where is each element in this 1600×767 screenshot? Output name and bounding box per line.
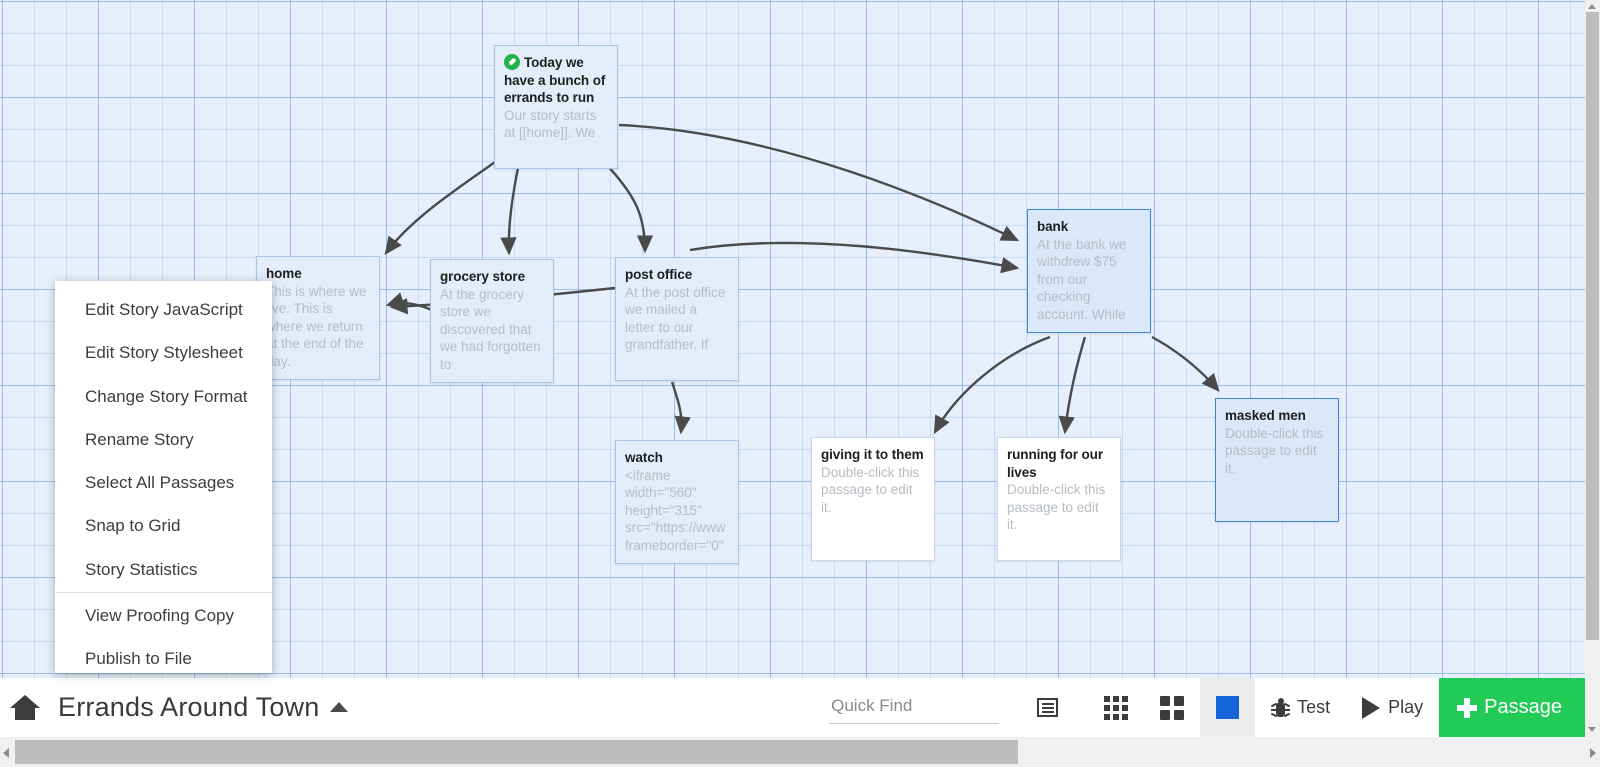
- single-square-icon: [1216, 696, 1240, 719]
- passage-excerpt: Double-click this passage to edit it.: [821, 464, 920, 515]
- menu-item-rename-story[interactable]: Rename Story: [85, 429, 194, 449]
- scroll-up-arrow-icon[interactable]: [1588, 4, 1596, 9]
- bottom-toolbar: Errands Around Town: [0, 678, 1585, 737]
- play-triangle-icon: [1362, 696, 1381, 719]
- horizontal-scrollbar-thumb[interactable]: [15, 740, 1018, 764]
- passage-name: Today we have a bunch of errands to run: [504, 54, 606, 106]
- zoom-small-button[interactable]: [1088, 678, 1144, 737]
- menu-item-edit-story-javascript[interactable]: Edit Story JavaScript: [85, 300, 243, 319]
- menu-item-story-statistics[interactable]: Story Statistics: [85, 559, 198, 579]
- test-button[interactable]: Test: [1255, 678, 1346, 737]
- list-detail-icon: [1037, 698, 1059, 717]
- passage-name: post office: [625, 267, 693, 282]
- passage-name: running for our lives: [1007, 447, 1103, 480]
- passage-name: giving it to them: [821, 447, 924, 462]
- passage-name: masked men: [1225, 408, 1306, 423]
- link-grocery-store-to-home: [385, 292, 433, 312]
- grid-3x3-icon: [1104, 695, 1129, 720]
- passage-name: grocery store: [440, 269, 525, 284]
- passage-name: bank: [1037, 219, 1069, 234]
- passage-card-post-office[interactable]: post office At the post office we mailed …: [615, 257, 739, 381]
- triangle-up-icon[interactable]: [330, 702, 349, 712]
- horizontal-scrollbar[interactable]: [0, 737, 1600, 767]
- passage-card-grocery-store[interactable]: grocery store At the grocery store we dis…: [430, 259, 554, 383]
- link-bank-to-giving-it-to-them: [933, 335, 1051, 435]
- vertical-scrollbar-thumb[interactable]: [1586, 12, 1599, 640]
- quick-find-group: [829, 678, 1088, 737]
- menu-item-change-story-format[interactable]: Change Story Format: [85, 386, 248, 406]
- link-bank-to-masked-men: [1151, 335, 1220, 392]
- link-post-office-to-bank: [689, 241, 1020, 274]
- bug-icon: [1271, 697, 1291, 718]
- grid-2x2-icon: [1160, 695, 1185, 720]
- menu-separator: [55, 592, 272, 594]
- home-icon[interactable]: [10, 694, 40, 721]
- play-button[interactable]: Play: [1346, 678, 1439, 737]
- passage-excerpt: Our story starts at [[home]]. We: [504, 107, 597, 141]
- zoom-large-button[interactable]: [1200, 678, 1256, 737]
- link-post-office-to-watch: [670, 381, 691, 435]
- menu-item-edit-story-stylesheet[interactable]: Edit Story Stylesheet: [85, 343, 243, 363]
- toolbar-spacer: [348, 678, 829, 737]
- link-start-to-home: [384, 159, 499, 255]
- link-bank-to-running-for-our-lives: [1058, 336, 1087, 435]
- menu-item-publish-to-file[interactable]: Publish to File: [85, 649, 192, 669]
- link-start-to-bank: [618, 123, 1020, 242]
- passage-card-bank[interactable]: bank At the bank we withdrew $75 from our…: [1027, 209, 1151, 333]
- menu-item-view-proofing-copy[interactable]: View Proofing Copy: [85, 606, 234, 626]
- scroll-left-arrow-icon[interactable]: [3, 748, 9, 758]
- rocket-start-icon: [504, 54, 520, 70]
- scroll-down-arrow-icon[interactable]: [1588, 727, 1596, 732]
- passage-excerpt: At the bank we withdrew $75 from our che…: [1037, 236, 1127, 322]
- passage-card-watch[interactable]: watch <iframe width="560" height="315" sr…: [615, 440, 739, 564]
- menu-item-select-all-passages[interactable]: Select All Passages: [85, 473, 235, 493]
- toolbar-right-group: Test Play Passage: [829, 678, 1585, 737]
- passage-excerpt: At the post office we mailed a letter to…: [625, 284, 726, 353]
- search-input[interactable]: [829, 691, 1000, 724]
- toolbar-left-group: Errands Around Town: [0, 678, 349, 737]
- add-passage-button[interactable]: Passage: [1439, 678, 1585, 737]
- passage-name: watch: [625, 450, 663, 465]
- add-passage-label: Passage: [1484, 696, 1562, 718]
- passage-name: home: [266, 266, 302, 281]
- vertical-scrollbar[interactable]: [1585, 0, 1600, 737]
- zoom-medium-button[interactable]: [1144, 678, 1200, 737]
- passage-excerpt: At the grocery store we discovered that …: [440, 286, 541, 372]
- story-title-button[interactable]: Errands Around Town: [58, 692, 349, 723]
- passage-excerpt: Double-click this passage to edit it.: [1225, 425, 1324, 476]
- link-start-to-grocery-store: [500, 162, 521, 256]
- play-label: Play: [1388, 697, 1424, 717]
- detail-view-button[interactable]: [1021, 698, 1074, 717]
- test-label: Test: [1297, 697, 1331, 717]
- plus-icon: [1457, 697, 1478, 718]
- link-start-to-post-office: [604, 162, 654, 254]
- passage-excerpt: <iframe width="560" height="315" src="ht…: [625, 467, 726, 553]
- page-title: Errands Around Town: [58, 692, 320, 722]
- passage-excerpt: This is where we live. This is where we …: [266, 283, 367, 369]
- scroll-right-arrow-icon[interactable]: [1590, 748, 1596, 758]
- menu-item-snap-to-grid[interactable]: Snap to Grid: [85, 516, 181, 536]
- passage-excerpt: Double-click this passage to edit it.: [1007, 482, 1106, 533]
